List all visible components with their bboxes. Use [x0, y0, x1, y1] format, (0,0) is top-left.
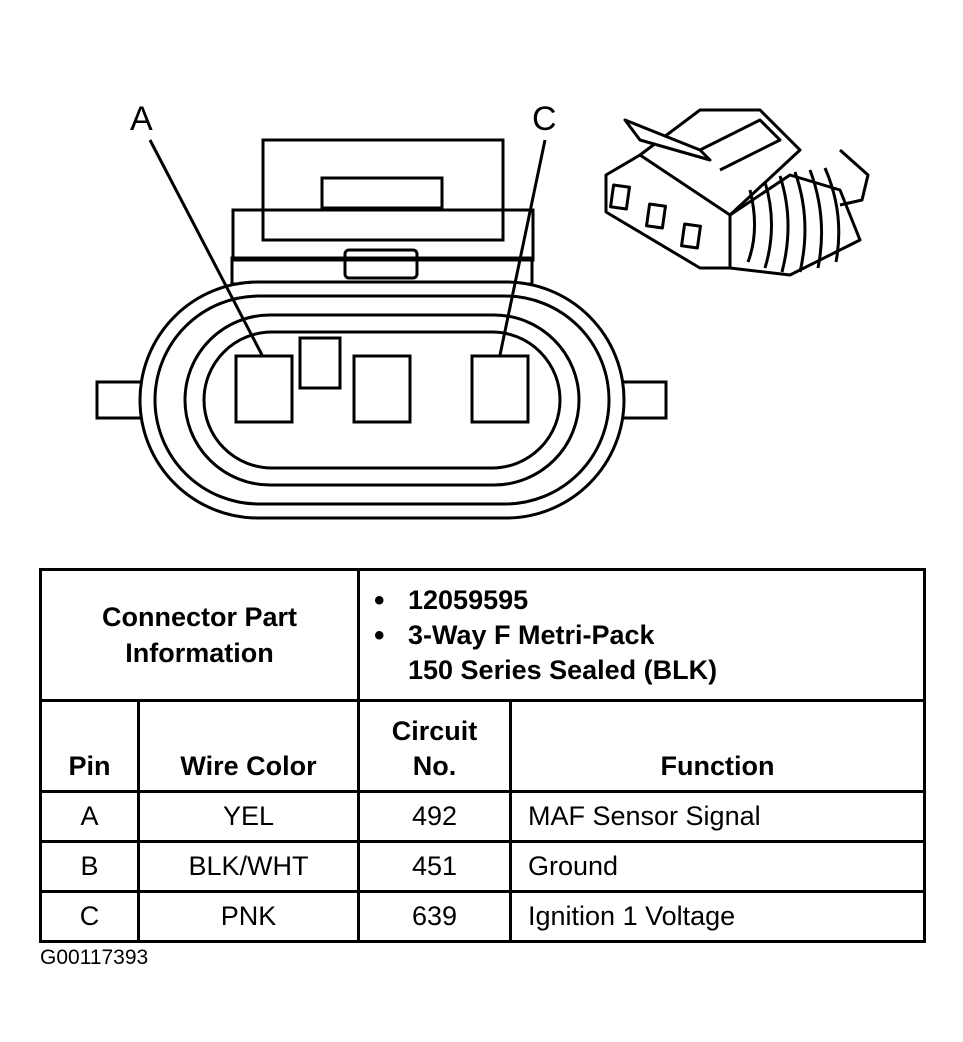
wire-color-cell: YEL [137, 790, 360, 843]
connector-pinout-table: Connector Part Information • 12059595 • … [39, 568, 926, 943]
pin-label-a: A [130, 100, 153, 138]
figure-id: G00117393 [40, 946, 149, 969]
pin-cell: B [39, 840, 140, 893]
connector-diagram [95, 108, 870, 520]
connector-type-line: • 3-Way F Metri-Pack [374, 618, 923, 653]
part-number: 12059595 [408, 584, 529, 615]
header-circuit-line1: Circuit [391, 716, 478, 746]
wire-color-cell: BLK/WHT [137, 840, 360, 893]
header-circuit: Circuit No. [357, 699, 512, 793]
table-row: A YEL 492 MAF Sensor Signal [39, 790, 926, 843]
circuit-cell: 451 [357, 840, 512, 893]
header-circuit-line2: No. [412, 751, 457, 781]
function-cell: MAF Sensor Signal [509, 790, 926, 843]
connector-3d-view [604, 108, 870, 277]
connector-type-line2: 150 Series Sealed (BLK) [408, 654, 718, 685]
bullet-icon: • [374, 618, 385, 652]
table-row: C PNK 639 Ignition 1 Voltage [39, 890, 926, 943]
connector-lock-tab [230, 138, 535, 286]
pin-cell: A [39, 790, 140, 843]
connector-info-label-cell: Connector Part Information [39, 568, 360, 702]
pin-cavity-a [234, 354, 294, 424]
table-row: B BLK/WHT 451 Ground [39, 840, 926, 893]
wire-color-cell: PNK [137, 890, 360, 943]
header-pin: Pin [39, 699, 140, 793]
pin-cavity-c [470, 354, 530, 424]
connector-part-details: • 12059595 • 3-Way F Metri-Pack 150 Seri… [357, 568, 926, 702]
pin-label-c: C [532, 100, 557, 138]
circuit-cell: 492 [357, 790, 512, 843]
header-wire-color: Wire Color [137, 699, 360, 793]
pin-cavity-b [352, 354, 412, 424]
header-function: Function [509, 699, 926, 793]
connector-type-line1: 3-Way F Metri-Pack [408, 619, 655, 650]
connector-outer-housing [138, 280, 626, 520]
circuit-cell: 639 [357, 890, 512, 943]
connector-key [298, 336, 342, 390]
function-cell: Ignition 1 Voltage [509, 890, 926, 943]
function-cell: Ground [509, 840, 926, 893]
leader-line-a [148, 139, 264, 356]
pin-cell: C [39, 890, 140, 943]
connector-left-ear [95, 380, 145, 420]
bullet-icon: • [374, 583, 385, 617]
leader-line-c [498, 139, 547, 356]
connector-info-label: Connector Part Information [101, 602, 298, 668]
part-number-line: • 12059595 [374, 583, 923, 618]
connector-right-ear [618, 380, 668, 420]
